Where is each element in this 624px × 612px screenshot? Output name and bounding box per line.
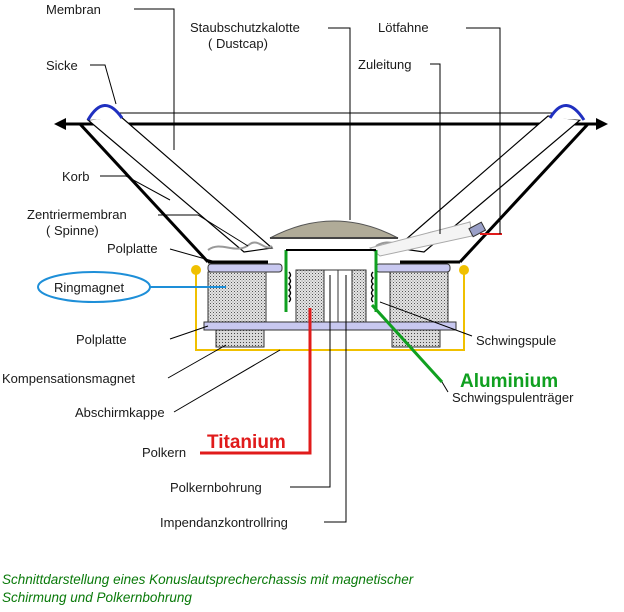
pole-core	[295, 269, 367, 323]
label-impendanzkontrollring: Impendanzkontrollring	[160, 515, 288, 530]
label-staubschutzkalotte: Staubschutzkalotte	[190, 20, 300, 35]
frame-axis-line	[54, 112, 608, 130]
caption-line-2: Schirmung und Polkernbohrung	[2, 590, 192, 605]
top-pole-plate	[207, 263, 451, 273]
label-polplatte-bottom: Polplatte	[76, 332, 127, 347]
label-schwingspule: Schwingspule	[476, 333, 556, 348]
label-kompensationsmagnet: Kompensationsmagnet	[2, 371, 135, 386]
label-polkernbohrung: Polkernbohrung	[170, 480, 262, 495]
solder-tag	[468, 221, 502, 238]
label-spinne: ( Spinne)	[46, 223, 99, 238]
label-titanium: Titanium	[207, 432, 286, 453]
ringmagnet-highlight-ellipse	[37, 271, 151, 303]
label-membran: Membran	[46, 2, 101, 17]
caption-line-1: Schnittdarstellung eines Konuslautsprech…	[2, 572, 414, 587]
label-polkern: Polkern	[142, 445, 186, 460]
label-sicke: Sicke	[46, 58, 78, 73]
ring-magnet	[207, 271, 449, 323]
label-abschirmkappe: Abschirmkappe	[75, 405, 165, 420]
label-aluminium: Aluminium	[460, 371, 558, 392]
spider	[207, 221, 473, 257]
voice-coil	[284, 249, 378, 312]
label-ringmagnet: Ringmagnet	[54, 280, 124, 295]
label-dustcap: ( Dustcap)	[208, 36, 268, 51]
label-korb: Korb	[62, 169, 89, 184]
label-polplatte-top: Polplatte	[107, 241, 158, 256]
label-schwingspulentraeger: Schwingspulenträger	[452, 390, 574, 405]
label-zuleitung: Zuleitung	[358, 57, 411, 72]
leader-lines	[90, 8, 501, 523]
label-zentriermembran: Zentriermembran	[27, 207, 127, 222]
basket	[78, 122, 590, 264]
surround	[86, 104, 586, 121]
dust-cap	[269, 220, 399, 239]
label-loetfahne: Lötfahne	[378, 20, 429, 35]
